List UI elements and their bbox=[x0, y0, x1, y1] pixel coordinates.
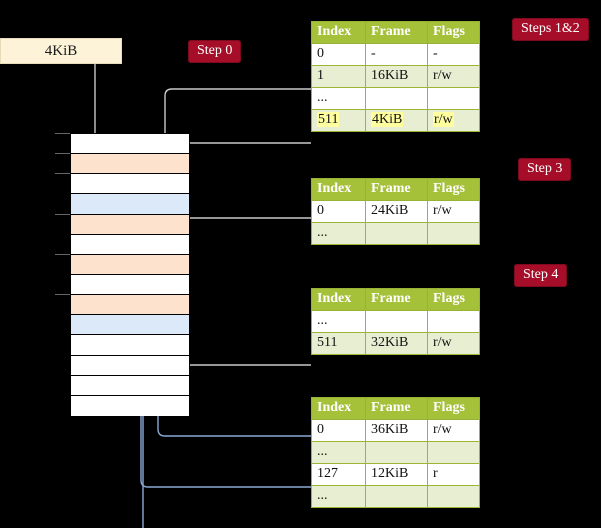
table-row: ... bbox=[311, 441, 480, 464]
column-header-flags: Flags bbox=[427, 397, 480, 420]
table-cell-frame: 36KiB bbox=[365, 419, 428, 442]
column-header-index: Index bbox=[311, 178, 366, 201]
table-cell-frame: - bbox=[365, 43, 428, 66]
column-header-flags: Flags bbox=[427, 288, 480, 311]
table-row: ... bbox=[311, 222, 480, 245]
memory-frame-row bbox=[71, 355, 189, 376]
memory-frame-row bbox=[71, 154, 189, 175]
badge-step-3: Step 3 bbox=[518, 158, 572, 181]
table-cell-index: 511 bbox=[311, 332, 366, 355]
badge-label: Steps 1&2 bbox=[521, 21, 580, 36]
memory-frame-row bbox=[71, 134, 189, 155]
table-cell-flags: - bbox=[427, 43, 480, 66]
column-header-index: Index bbox=[311, 288, 366, 311]
table-cell-index: 127 bbox=[311, 463, 366, 486]
badge-step-4: Step 4 bbox=[514, 264, 568, 287]
table-cell-frame: 4KiB bbox=[365, 109, 428, 132]
table-cell-frame bbox=[365, 222, 428, 245]
column-header-flags: Flags bbox=[427, 178, 480, 201]
badge-step-0: Step 0 bbox=[188, 40, 242, 63]
memory-frame-row bbox=[71, 335, 189, 356]
table-cell-frame bbox=[365, 310, 428, 333]
badge-steps-1-2: Steps 1&2 bbox=[512, 18, 589, 41]
column-header-index: Index bbox=[311, 397, 366, 420]
table-cell-flags bbox=[427, 441, 480, 464]
memory-frame-row bbox=[71, 375, 189, 396]
table-cell-flags: r/w bbox=[427, 200, 480, 223]
memory-frame-tick bbox=[55, 173, 70, 175]
memory-frame-row bbox=[71, 234, 189, 255]
memory-frame-tick bbox=[55, 253, 70, 255]
table-cell-index: ... bbox=[311, 87, 366, 110]
table-cell-frame bbox=[365, 485, 428, 508]
table-cell-index: ... bbox=[311, 485, 366, 508]
column-header-frame: Frame bbox=[365, 397, 428, 420]
memory-stack bbox=[70, 133, 190, 416]
table-cell-index: ... bbox=[311, 441, 366, 464]
badge-label: Step 4 bbox=[523, 267, 559, 282]
column-header-flags: Flags bbox=[427, 21, 480, 44]
memory-frame-tick bbox=[55, 213, 70, 215]
table-cell-index: 0 bbox=[311, 419, 366, 442]
column-header-frame: Frame bbox=[365, 288, 428, 311]
table-cell-frame: 24KiB bbox=[365, 200, 428, 223]
table-cell-flags: r/w bbox=[427, 332, 480, 355]
table-cell-index: ... bbox=[311, 222, 366, 245]
badge-label: Step 0 bbox=[197, 43, 233, 58]
table-row: 0-- bbox=[311, 43, 480, 66]
table-cell-index: 511 bbox=[311, 109, 366, 132]
table-row: ... bbox=[311, 485, 480, 508]
column-header-frame: Frame bbox=[365, 178, 428, 201]
memory-frame-row bbox=[71, 315, 189, 336]
memory-frame-row bbox=[71, 214, 189, 235]
table-cell-flags bbox=[427, 87, 480, 110]
table-cell-frame bbox=[365, 87, 428, 110]
table-cell-flags: r/w bbox=[427, 109, 480, 132]
memory-frame-tick bbox=[55, 133, 70, 134]
table-cell-index: 1 bbox=[311, 65, 366, 88]
table-cell-flags: r/w bbox=[427, 419, 480, 442]
highlighted-value: 4KiB bbox=[371, 112, 404, 127]
table-cell-flags: r/w bbox=[427, 65, 480, 88]
badge-label: Step 3 bbox=[527, 161, 563, 176]
memory-frame-row bbox=[71, 274, 189, 296]
table-cell-frame: 32KiB bbox=[365, 332, 428, 355]
memory-frame-row bbox=[71, 295, 189, 316]
highlighted-value: r/w bbox=[433, 112, 454, 127]
highlighted-value: 511 bbox=[317, 112, 340, 127]
source-address-box: 4KiB bbox=[0, 38, 122, 64]
memory-frame-row bbox=[71, 254, 189, 275]
table-row: ... bbox=[311, 87, 480, 110]
table-cell-flags: r bbox=[427, 463, 480, 486]
memory-frame-row bbox=[71, 194, 189, 215]
memory-frame-tick bbox=[55, 294, 70, 296]
table-cell-frame: 12KiB bbox=[365, 463, 428, 486]
table-cell-flags bbox=[427, 222, 480, 245]
table-cell-index: 0 bbox=[311, 43, 366, 66]
memory-frame-row bbox=[71, 395, 189, 416]
source-address-label: 4KiB bbox=[44, 42, 78, 59]
table-cell-frame: 16KiB bbox=[365, 65, 428, 88]
table-cell-frame bbox=[365, 441, 428, 464]
table-row: 511 4KiB r/w bbox=[311, 109, 480, 132]
table-cell-flags bbox=[427, 485, 480, 508]
memory-frame-tick bbox=[55, 153, 70, 155]
table-cell-index: 0 bbox=[311, 200, 366, 223]
table-row: ... bbox=[311, 310, 480, 333]
memory-frame-row bbox=[71, 174, 189, 195]
column-header-frame: Frame bbox=[365, 21, 428, 44]
table-cell-flags bbox=[427, 310, 480, 333]
column-header-index: Index bbox=[311, 21, 366, 44]
table-cell-index: ... bbox=[311, 310, 366, 333]
